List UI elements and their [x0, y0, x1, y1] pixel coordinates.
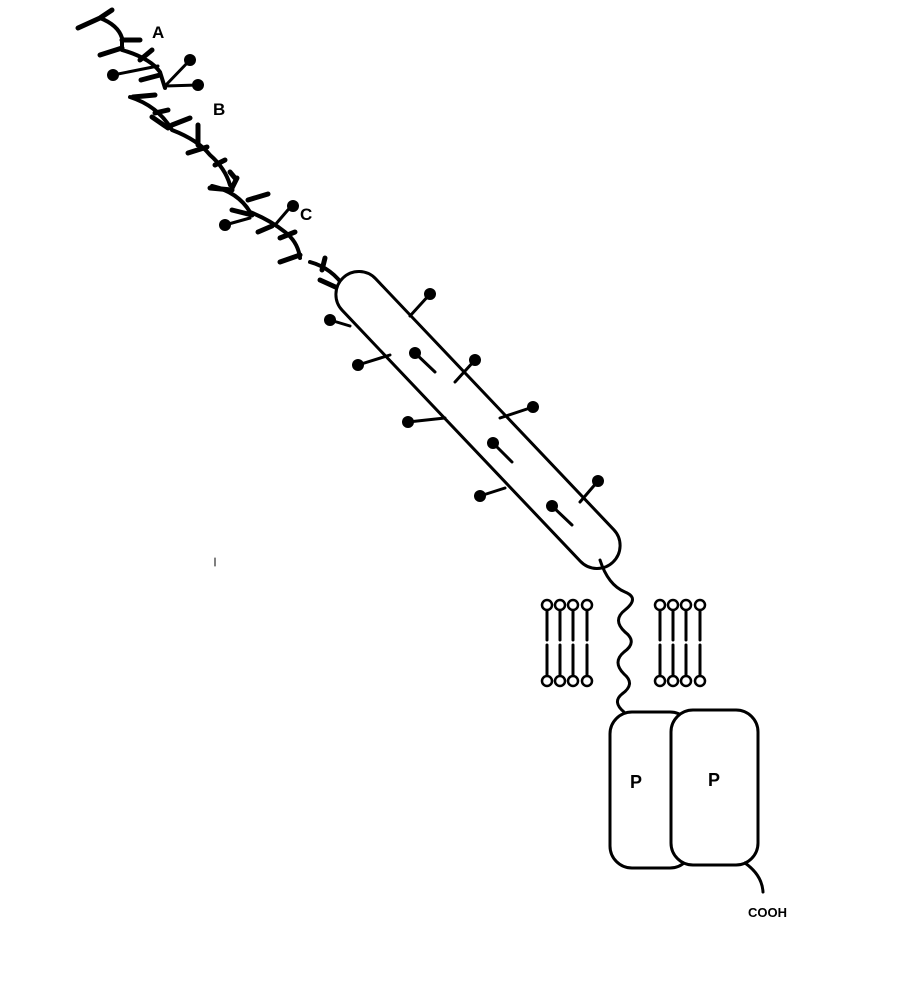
domain-1-label: P — [630, 772, 642, 792]
region-b-label: B — [213, 100, 225, 119]
intracellular-domain-2 — [669, 708, 760, 867]
c-terminal-tail — [743, 861, 765, 894]
region-a-label: A — [152, 23, 164, 42]
c-terminus-label: COOH — [748, 905, 787, 920]
region-c-label: C — [300, 205, 312, 224]
glycan-chain-backbone — [98, 16, 347, 290]
transmembrane-linker — [598, 558, 634, 714]
glycan-branches — [75, 7, 345, 293]
lipid-bilayer — [540, 598, 707, 688]
lollipop-heads — [107, 54, 604, 512]
domain-2-label: P — [708, 770, 720, 790]
rod-domain — [334, 270, 622, 570]
